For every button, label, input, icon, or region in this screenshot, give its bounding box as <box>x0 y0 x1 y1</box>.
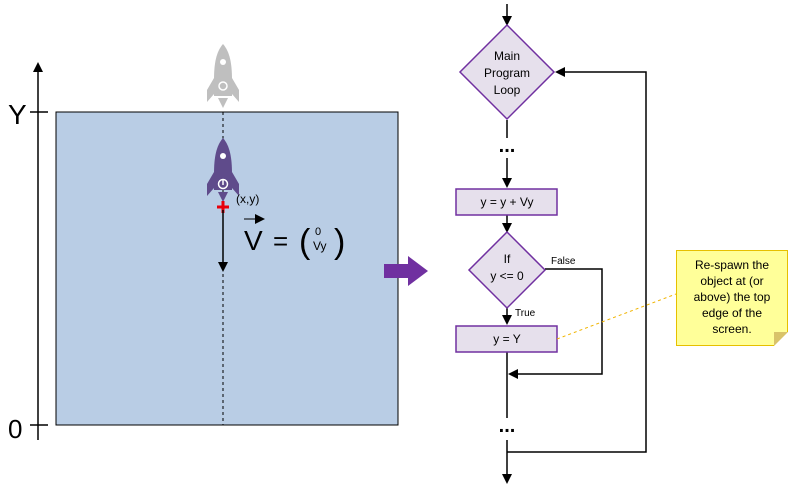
ghost-rocket-icon <box>207 44 239 108</box>
paren-open: ( <box>299 223 311 261</box>
vector-symbol: V <box>244 225 263 256</box>
main-loop-diamond <box>458 23 556 121</box>
equals-sign: = <box>273 226 288 256</box>
condition-line-2: y <= 0 <box>490 269 524 283</box>
respawn-process-text: y = Y <box>493 332 520 346</box>
axis-top-label: Y <box>8 99 27 130</box>
vector-y-component: Vy <box>313 239 327 253</box>
ellipsis-bottom: ... <box>499 415 516 437</box>
condition-line-1: If <box>504 252 511 266</box>
main-loop-line-1: Main <box>494 49 520 63</box>
position-label: (x,y) <box>236 192 259 206</box>
condition-diamond <box>467 230 547 310</box>
note-line: edge of the <box>701 306 763 320</box>
rocket-icon <box>207 138 239 202</box>
transition-arrow <box>384 256 428 286</box>
note-connector <box>556 293 677 340</box>
ellipsis-top: ... <box>499 135 516 157</box>
note-fold-corner <box>774 332 788 346</box>
paren-close: ) <box>334 223 345 261</box>
note-line: object at (or <box>700 274 764 288</box>
flowchart: Main Program Loop ... y = y + Vy If y <=… <box>455 4 677 484</box>
note-line: screen. <box>712 322 752 336</box>
update-process-box <box>455 188 558 216</box>
true-label: True <box>515 308 536 319</box>
main-loop-line-3: Loop <box>494 83 521 97</box>
note-line: above) the top <box>693 290 771 304</box>
velocity-equation: V = ( 0 Vy ) <box>244 214 345 261</box>
respawn-note: Re-spawn the object at (or above) the to… <box>676 250 788 346</box>
y-axis: Y 0 <box>8 62 48 444</box>
main-loop-line-2: Program <box>484 66 530 80</box>
update-process-text: y = y + Vy <box>481 195 534 209</box>
respawn-process-box <box>455 325 558 353</box>
axis-bottom-label: 0 <box>8 414 22 444</box>
vector-x-component: 0 <box>315 226 321 238</box>
false-label: False <box>551 256 576 267</box>
connector-loop-back <box>507 67 647 453</box>
note-line: Re-spawn the <box>694 258 770 272</box>
